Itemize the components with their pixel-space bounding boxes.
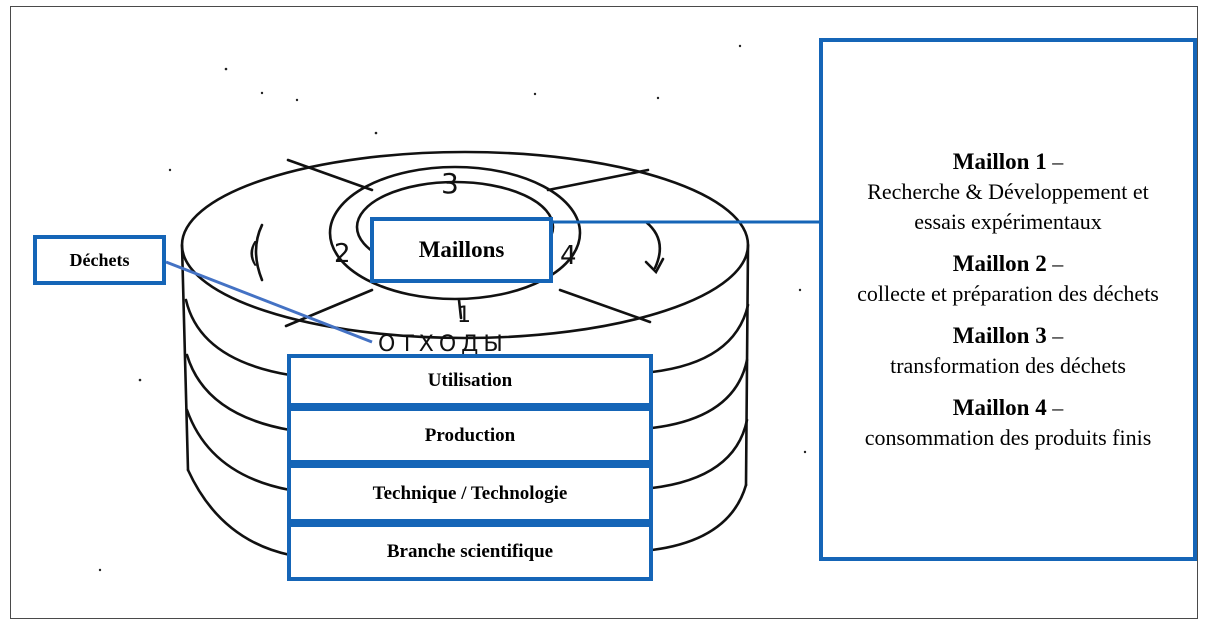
maillon-text: Recherche & Développement et essais expé… bbox=[867, 178, 1149, 234]
sketch-left-arc bbox=[254, 223, 264, 282]
maillon-dash: – bbox=[1046, 250, 1064, 276]
sketch-layer-2r bbox=[650, 358, 749, 430]
sketch-right-arc bbox=[644, 220, 662, 270]
stack-label: Technique / Technologie bbox=[372, 482, 568, 504]
stack-layer-utilisation: Utilisation bbox=[287, 354, 653, 407]
sketch-layer-1 bbox=[184, 298, 292, 377]
sketch-layer-1r bbox=[650, 303, 750, 374]
sketch-left-side bbox=[180, 243, 190, 472]
sketch-middle-ring bbox=[328, 165, 582, 301]
maillons-description-panel: Maillon 1 – Recherche & Développement et… bbox=[819, 38, 1197, 561]
stack-layer-technique: Technique / Technologie bbox=[287, 464, 653, 523]
maillons-label: Maillons bbox=[418, 237, 505, 262]
sketch-left-curl: ( bbox=[248, 236, 259, 269]
maillons-label-box: Maillons bbox=[370, 217, 553, 283]
maillon-1-item: Maillon 1 – Recherche & Développement et… bbox=[841, 147, 1175, 237]
stack-layer-branche: Branche scientifique bbox=[287, 523, 653, 581]
stack-label: Production bbox=[424, 424, 516, 446]
sketch-number-1: 1 bbox=[457, 303, 471, 328]
sketch-number-4: 4 bbox=[560, 241, 577, 271]
maillon-text: transformation des déchets bbox=[890, 352, 1126, 378]
sketch-divider-right-lower bbox=[558, 288, 652, 324]
sketch-layer-3r bbox=[650, 418, 749, 490]
maillon-title: Maillon 1 bbox=[952, 148, 1047, 174]
maillon-2-item: Maillon 2 – collecte et préparation des … bbox=[857, 249, 1159, 309]
sketch-tick-1 bbox=[457, 298, 463, 320]
stack-label: Utilisation bbox=[427, 369, 513, 391]
sketch-handwriting: ОТХОДЫ bbox=[378, 332, 508, 357]
stack-layer-production: Production bbox=[287, 407, 653, 464]
sketch-layer-4r bbox=[650, 483, 748, 552]
dechets-connector bbox=[165, 260, 373, 344]
dechets-label-box: Déchets bbox=[33, 235, 166, 285]
stack-label: Branche scientifique bbox=[386, 541, 554, 562]
maillon-dash: – bbox=[1046, 322, 1064, 348]
sketch-divider-left-upper bbox=[286, 158, 374, 192]
maillon-text: collecte et préparation des déchets bbox=[857, 280, 1159, 306]
sketch-layer-4 bbox=[186, 468, 292, 557]
sketch-number-2: 2 bbox=[334, 239, 351, 269]
maillon-3-item: Maillon 3 – transformation des déchets bbox=[890, 321, 1126, 381]
sketch-divider-right-upper bbox=[546, 168, 650, 192]
dechets-label: Déchets bbox=[69, 249, 130, 270]
maillon-dash: – bbox=[1046, 148, 1064, 174]
maillon-title: Maillon 2 bbox=[952, 250, 1047, 276]
sketch-layer-2 bbox=[185, 353, 292, 432]
sketch-right-arrowhead bbox=[644, 257, 665, 275]
maillon-title: Maillon 3 bbox=[952, 322, 1047, 348]
figure-frame bbox=[10, 6, 1198, 619]
sketch-divider-left-lower bbox=[284, 288, 374, 328]
maillon-title: Maillon 4 bbox=[952, 394, 1047, 420]
maillon-dash: – bbox=[1046, 394, 1064, 420]
maillon-text: consommation des produits finis bbox=[864, 424, 1152, 450]
sketch-number-3: 3 bbox=[441, 167, 459, 200]
sketch-layer-3 bbox=[185, 408, 292, 492]
maillon-4-item: Maillon 4 – consommation des produits fi… bbox=[865, 393, 1152, 453]
